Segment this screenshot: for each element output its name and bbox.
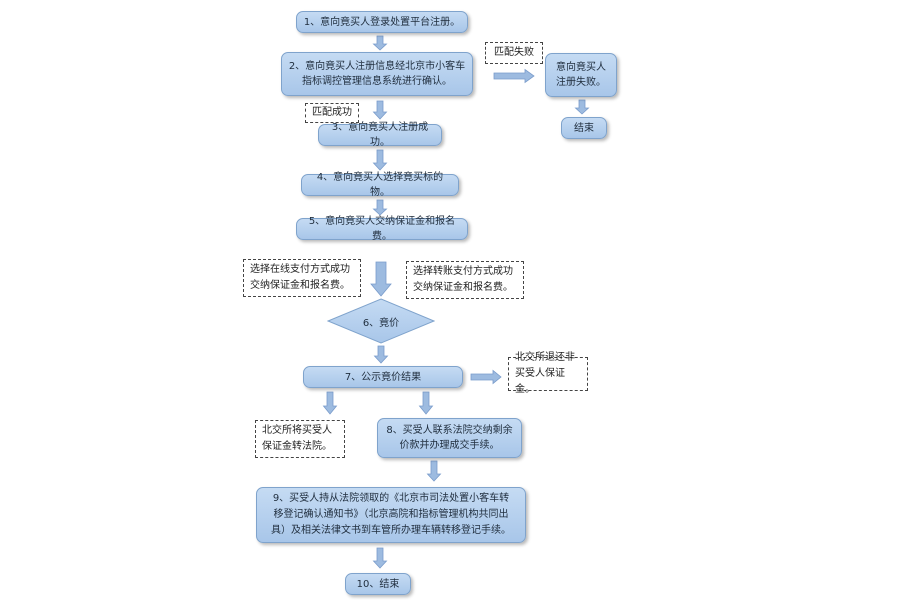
deposit-to-court-note: 北交所将买受人 保证金转法院。 <box>255 420 345 458</box>
step-6-bidding-diamond: 6、竟价 <box>327 298 435 344</box>
step-4-select-lot: 4、意向竟买人选择竟买标的物。 <box>301 172 459 198</box>
arrow-4-to-5 <box>372 199 388 216</box>
step-3-registration-success: 3、意向竟买人注册成功。 <box>318 122 442 148</box>
arrow-7-to-refund-note <box>470 369 502 385</box>
arrow-1-to-2 <box>372 35 388 51</box>
arrow-7-to-court-note <box>322 391 338 415</box>
arrow-2-to-3 <box>372 100 388 120</box>
arrow-7-to-8 <box>418 391 434 415</box>
arrow-6-to-7 <box>373 345 389 364</box>
step-5-pay-deposit: 5、意向竟买人交纳保证金和报名费。 <box>296 216 468 242</box>
step-9-transfer-registration: 9、买受人持从法院领取的《北京市司法处置小客车转 移登记确认通知书》（北京高院和… <box>256 487 526 543</box>
arrow-9-to-10 <box>372 547 388 569</box>
step-8-court-payment: 8、买受人联系法院交纳剩余 价款并办理成交手续。 <box>377 418 522 458</box>
arrow-3-to-4 <box>372 149 388 171</box>
arrow-5-to-6 <box>370 261 392 297</box>
match-failure-note: 匹配失败 <box>485 42 543 64</box>
online-payment-note: 选择在线支付方式成功 交纳保证金和报名费。 <box>243 259 361 297</box>
step-6-label: 6、竟价 <box>362 317 400 329</box>
step-7-publish-result: 7、公示竟价结果 <box>303 366 463 388</box>
transfer-payment-note: 选择转账支付方式成功 交纳保证金和报名费。 <box>406 261 524 299</box>
refund-deposit-note: 北交所退还非 买受人保证金。 <box>508 352 588 395</box>
match-success-note: 匹配成功 <box>305 103 359 123</box>
arrow-8-to-9 <box>426 460 442 482</box>
arrow-failure-to-end <box>574 99 590 115</box>
registration-failure-box: 意向竟买人 注册失败。 <box>545 53 617 97</box>
step-2-info-verification: 2、意向竟买人注册信息经北京市小客车 指标调控管理信息系统进行确认。 <box>281 52 473 96</box>
arrow-2-to-failure <box>493 68 535 84</box>
step-1-register-login: 1、意向竟买人登录处置平台注册。 <box>296 11 468 33</box>
step-10-end: 10、结束 <box>345 573 411 595</box>
diamond-shape <box>327 298 435 344</box>
failure-end-box: 结束 <box>561 117 607 139</box>
